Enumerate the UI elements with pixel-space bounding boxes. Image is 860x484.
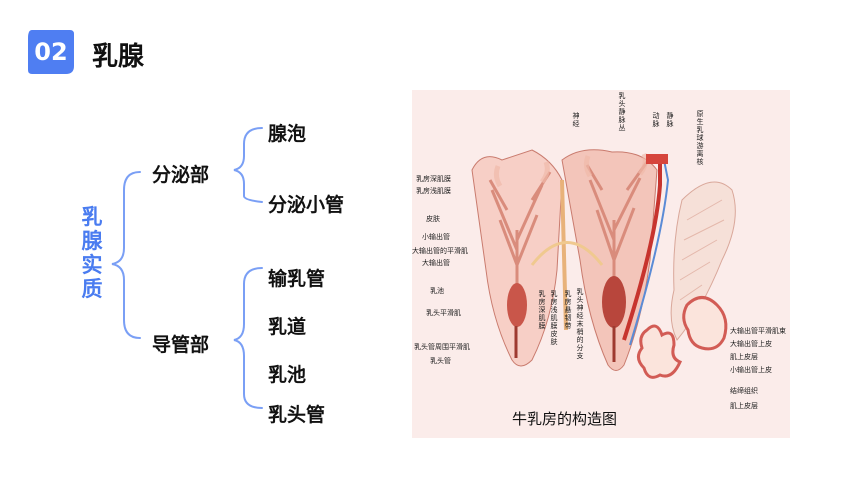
- duct-brace: [233, 267, 263, 409]
- fig-label-mid-deep-fascia: 乳房深肌膜: [538, 290, 546, 330]
- fig-label-r-connective: 结缔组织: [730, 387, 758, 395]
- fig-label-large-duct-muscle: 大输出管的平滑肌: [412, 247, 468, 255]
- root-brace: [111, 171, 141, 339]
- section-title: 乳腺: [92, 42, 145, 72]
- fig-label-nerve-branch: 乳头神经末梢的分支: [576, 288, 584, 360]
- fig-label-r-duct-epithelium: 大输出管上皮: [730, 340, 772, 348]
- fig-label-skin: 皮肤: [426, 215, 440, 223]
- section-number-badge: [28, 30, 74, 74]
- fig-label-nerve: 神经: [572, 112, 580, 128]
- fig-label-r-duct-muscle: 大输出管平滑肌束: [730, 327, 786, 335]
- section-number: 02: [34, 38, 68, 66]
- tree-root-label: 乳腺实质: [81, 205, 103, 301]
- leaf-milk-duct: 乳道: [268, 316, 307, 338]
- fig-label-deep-fascia: 乳房深肌膜: [416, 175, 451, 183]
- fig-label-superficial-fascia: 乳房浅肌膜: [416, 187, 451, 195]
- branch-duct: 导管部: [152, 334, 210, 356]
- fig-label-teat-canal: 乳头管: [430, 357, 451, 365]
- fig-label-r-small-duct-epithelium: 小输出管上皮: [730, 366, 772, 374]
- udder-structure-figure: 乳房深肌膜 乳房浅肌膜 皮肤 小输出管 大输出管的平滑肌 大输出管 乳池 乳头平…: [412, 90, 790, 438]
- fig-label-r-myoepithelium: 肌上皮层: [730, 353, 758, 361]
- fig-label-small-duct: 小输出管: [422, 233, 450, 241]
- fig-label-cistern: 乳池: [430, 287, 444, 295]
- fig-label-teat-muscle: 乳头平滑肌: [426, 309, 461, 317]
- leaf-alveolus: 腺泡: [268, 123, 307, 145]
- fig-label-large-duct: 大输出管: [422, 259, 450, 267]
- leaf-milk-cistern: 乳池: [268, 364, 307, 386]
- fig-label-mid-superficial: 乳房浅肌膜皮肤: [550, 290, 558, 346]
- fig-label-artery: 动脉: [652, 112, 660, 128]
- fig-label-teat-canal-muscle: 乳头管周围平滑肌: [414, 343, 470, 351]
- udder-illustration: [471, 149, 736, 379]
- secretory-brace: [233, 127, 263, 203]
- fig-label-teat-venous-plexus: 乳头静脉丛: [618, 92, 626, 132]
- leaf-secretory-tubule: 分泌小管: [268, 194, 345, 216]
- leaf-lactiferous-duct: 输乳管: [268, 268, 326, 290]
- fig-label-suspensory: 乳房悬韧带: [564, 290, 572, 330]
- fig-label-r-myoepithelium-2: 肌上皮层: [730, 402, 758, 410]
- figure-caption: 牛乳房的构造图: [512, 410, 618, 428]
- leaf-teat-canal: 乳头管: [268, 404, 326, 426]
- fig-label-vein: 静脉: [666, 112, 674, 128]
- fig-label-globule: 原生乳球游离核: [696, 110, 704, 166]
- branch-secretory: 分泌部: [152, 164, 210, 186]
